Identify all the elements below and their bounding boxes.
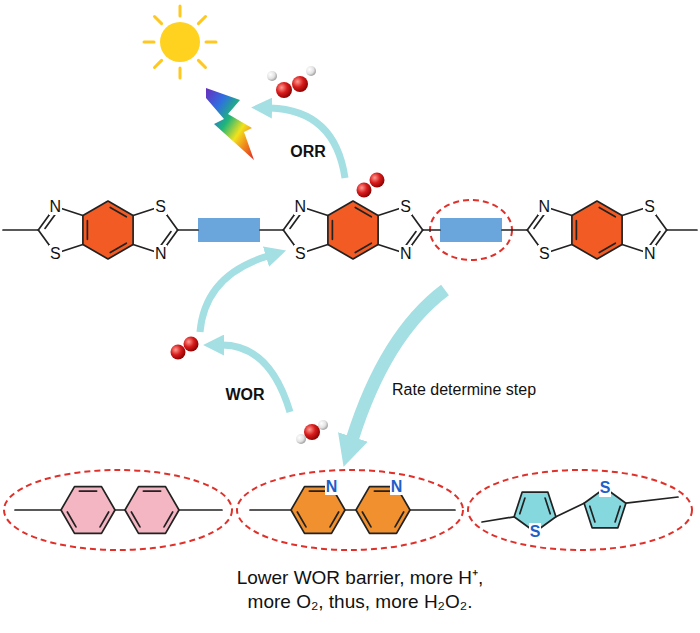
lightning-icon [206,88,254,160]
bond-line [345,509,356,511]
double-bond [79,490,96,492]
atom-label: S [154,198,167,216]
double-bond [590,506,595,522]
phenyl-ring [61,487,115,534]
chain-bond [423,229,440,231]
double-bond [100,512,109,527]
double-bond [290,213,301,228]
atom-label: S [538,245,551,263]
chemical-structure [3,201,697,533]
process-label: WOR [225,386,264,404]
benzene-ring [328,201,378,259]
highlight-ring [4,470,232,550]
bond-line [410,509,455,511]
double-bond [45,213,56,228]
water-molecule [296,420,328,444]
annotation: Rate determine step [392,381,536,399]
double-bond [332,221,334,240]
atom-label: N [49,198,63,216]
double-bond [355,208,371,217]
bond-line [115,509,125,511]
atom-label: S [643,198,656,216]
atom-label: S [294,245,307,263]
double-bond [110,208,126,217]
double-bond [297,512,306,527]
highlight-ring [468,470,692,550]
benzene-ring [572,201,622,259]
double-bond [615,506,620,522]
chain-bond [502,229,527,231]
double-bond [362,512,371,527]
bond-line [250,509,291,511]
sun-icon [144,6,216,78]
rds-arrow [352,290,445,440]
double-bond [164,512,173,527]
h2o2-molecule [267,66,316,98]
atom-label: S [49,245,62,263]
orr-arrow [270,108,345,178]
bond-line [626,497,678,503]
bond-line [179,509,222,511]
o2-molecule [357,173,385,198]
atom-label: N [538,198,552,216]
chain-bond [178,229,198,231]
double-bond [110,243,126,252]
atom-label: N [643,245,657,263]
process-label: ORR [290,143,326,161]
highlight-ring [430,200,512,260]
double-bond [576,221,578,240]
atom-label: N [390,478,404,496]
bond-line [556,503,584,517]
double-bond [520,498,525,514]
atom-label: N [154,245,168,263]
chain-bond [667,229,697,231]
highlight-ring [237,470,463,550]
double-bond [355,243,371,252]
double-bond [599,208,615,217]
double-bond [330,512,339,527]
phenyl-ring [125,487,179,534]
benzene-ring [83,201,133,259]
atom-label: N [325,478,339,496]
wor-arrow [222,345,290,412]
atom-label: S [529,523,542,541]
linker-block [198,218,260,242]
double-bond [545,498,550,514]
atom-label: S [399,198,412,216]
double-bond [67,512,76,527]
double-bond [534,213,545,228]
double-bond [87,221,89,240]
chain-bond [260,229,283,231]
caption: Lower WOR barrier, more H⁺, more O₂, thu… [220,566,500,614]
atom-label: N [294,198,308,216]
bond-line [15,509,61,511]
atom-label: N [399,245,413,263]
bond-line [482,517,514,522]
double-bond [131,512,140,527]
atom-label: S [599,479,612,497]
return-arrow [200,256,268,332]
double-bond [143,490,160,492]
linker-block [440,218,502,242]
double-bond [599,243,615,252]
double-bond [395,512,404,527]
o2-molecule [171,337,199,360]
chain-bond [3,229,38,231]
